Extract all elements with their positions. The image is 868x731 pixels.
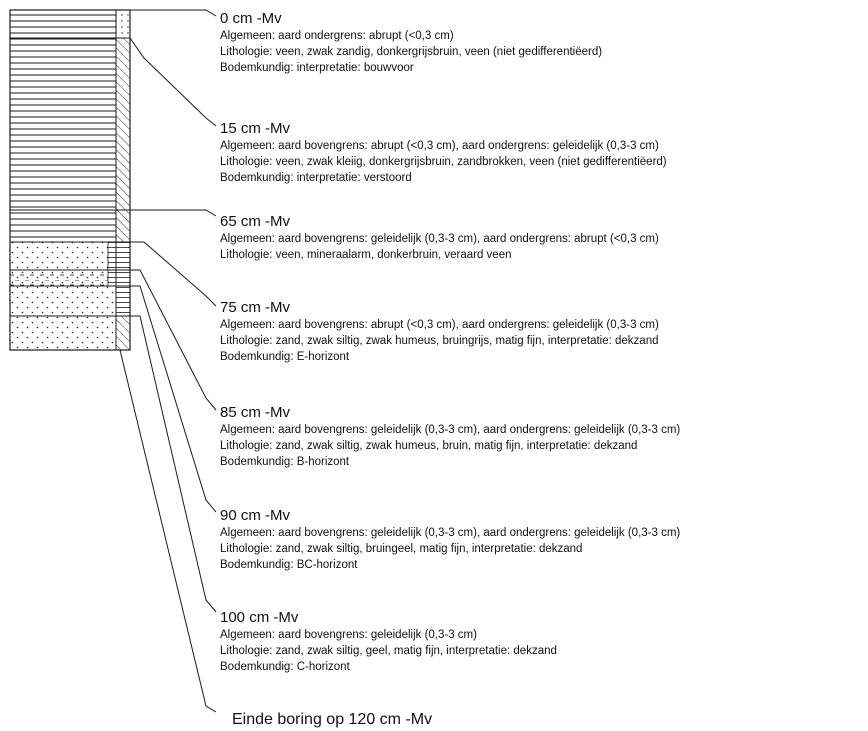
desc-lithologie: Lithologie: veen, zwak zandig, donkergri… <box>220 44 602 60</box>
layer-fill-peat-top <box>10 10 116 38</box>
desc-algemeen: Algemeen: aard ondergrens: abrupt (<0,3 … <box>220 28 602 44</box>
humus-strip <box>108 242 116 286</box>
layer-fill-peat-mineral <box>10 210 116 242</box>
desc-algemeen: Algemeen: aard bovengrens: geleidelijk (… <box>220 422 680 438</box>
desc-bodemkundig: Bodemkundig: C-horizont <box>220 659 557 675</box>
desc-lithologie: Lithologie: zand, zwak siltig, bruingeel… <box>220 541 680 557</box>
desc-algemeen: Algemeen: aard bovengrens: geleidelijk (… <box>220 525 680 541</box>
side-column-diag <box>116 38 130 242</box>
layer-block-75cm: 75 cm -Mv Algemeen: aard bovengrens: abr… <box>220 299 659 365</box>
leader-65cm <box>130 210 216 216</box>
layer-block-0cm: 0 cm -Mv Algemeen: aard ondergrens: abru… <box>220 10 602 76</box>
layer-block-15cm: 15 cm -Mv Algemeen: aard bovengrens: abr… <box>220 120 667 186</box>
desc-algemeen: Algemeen: aard bovengrens: geleidelijk (… <box>220 627 557 643</box>
depth-title: 15 cm -Mv <box>220 120 667 138</box>
desc-bodemkundig: Bodemkundig: interpretatie: bouwvoor <box>220 60 602 76</box>
depth-title: 85 cm -Mv <box>220 404 680 422</box>
desc-bodemkundig: Bodemkundig: B-horizont <box>220 454 680 470</box>
desc-lithologie: Lithologie: veen, zwak kleiig, donkergri… <box>220 154 667 170</box>
side-column-diag-lower <box>116 316 130 350</box>
layer-fill-sand-c <box>10 316 116 350</box>
leader-0cm <box>130 10 216 16</box>
leader-85cm <box>130 270 216 410</box>
depth-title: 0 cm -Mv <box>220 10 602 28</box>
layer-fill-sand-b <box>10 270 108 286</box>
depth-title: 75 cm -Mv <box>220 299 659 317</box>
layer-fill-sand-bc <box>10 286 116 316</box>
end-of-boring-label: Einde boring op 120 cm -Mv <box>232 710 432 730</box>
depth-title: 65 cm -Mv <box>220 213 659 231</box>
desc-algemeen: Algemeen: aard bovengrens: abrupt (<0,3 … <box>220 138 667 154</box>
layer-block-65cm: 65 cm -Mv Algemeen: aard bovengrens: gel… <box>220 213 659 263</box>
desc-algemeen: Algemeen: aard bovengrens: abrupt (<0,3 … <box>220 317 659 333</box>
desc-bodemkundig: Bodemkundig: E-horizont <box>220 349 659 365</box>
layer-block-85cm: 85 cm -Mv Algemeen: aard bovengrens: gel… <box>220 404 680 470</box>
desc-lithologie: Lithologie: veen, mineraalarm, donkerbru… <box>220 247 659 263</box>
leader-90cm <box>130 286 216 512</box>
depth-title: 90 cm -Mv <box>220 507 680 525</box>
layer-fill-sand-e <box>10 242 108 270</box>
side-column-dots <box>116 10 130 38</box>
desc-bodemkundig: Bodemkundig: BC-horizont <box>220 557 680 573</box>
depth-title: 100 cm -Mv <box>220 609 557 627</box>
desc-lithologie: Lithologie: zand, zwak siltig, zwak hume… <box>220 438 680 454</box>
leader-end <box>10 350 216 712</box>
side-column-hlines <box>116 242 130 316</box>
leader-15cm <box>130 38 216 126</box>
desc-lithologie: Lithologie: zand, zwak siltig, zwak hume… <box>220 333 659 349</box>
layer-fill-peat-main <box>10 38 116 210</box>
layer-block-100cm: 100 cm -Mv Algemeen: aard bovengrens: ge… <box>220 609 557 675</box>
desc-algemeen: Algemeen: aard bovengrens: geleidelijk (… <box>220 231 659 247</box>
lithology-column <box>10 10 130 350</box>
desc-lithologie: Lithologie: zand, zwak siltig, geel, mat… <box>220 643 557 659</box>
layer-block-90cm: 90 cm -Mv Algemeen: aard bovengrens: gel… <box>220 507 680 573</box>
desc-bodemkundig: Bodemkundig: interpretatie: verstoord <box>220 170 667 186</box>
